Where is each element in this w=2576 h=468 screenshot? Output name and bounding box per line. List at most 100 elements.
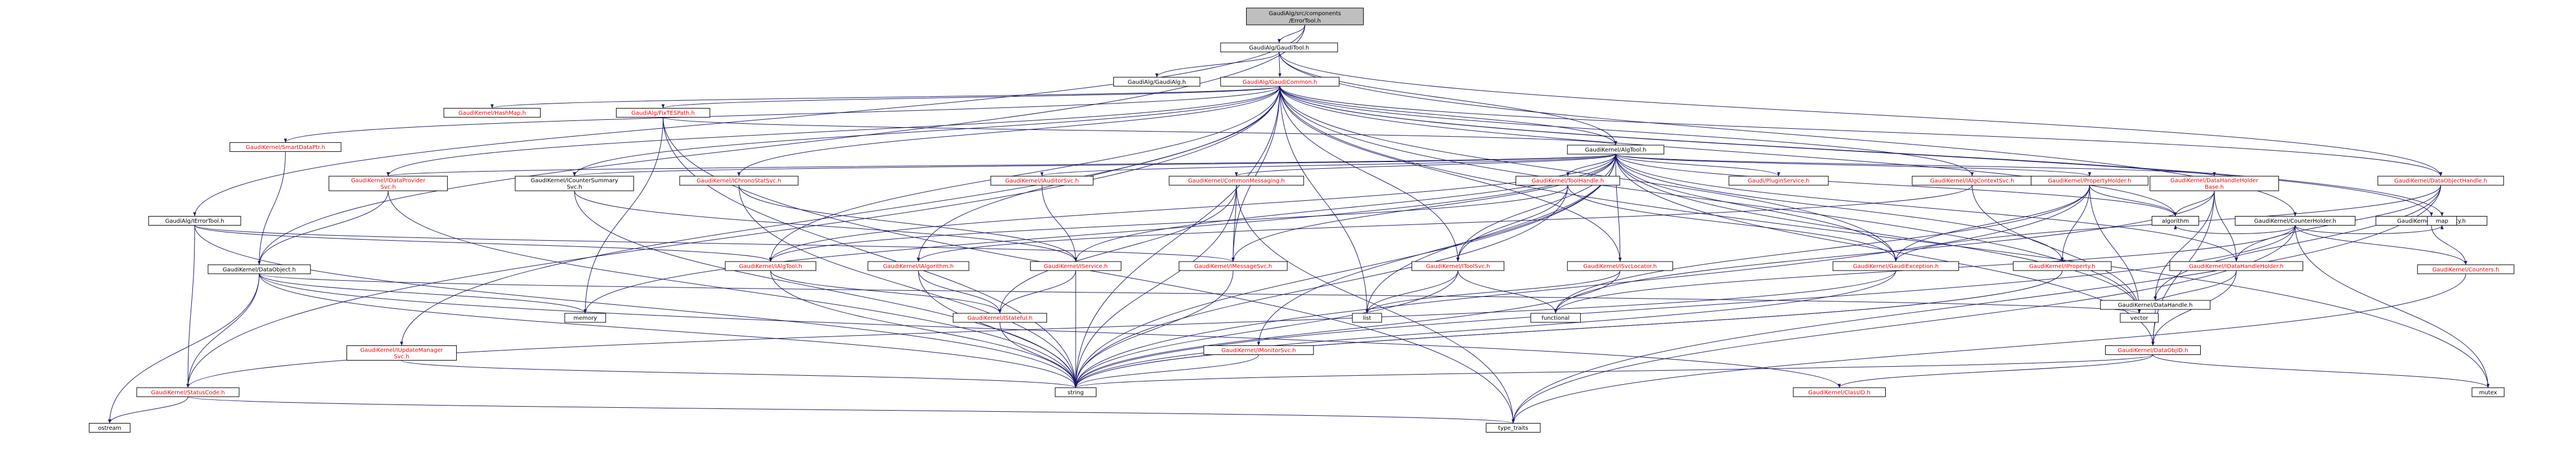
graph-node-dataobjid[interactable]: GaudiKernel/DataObjID.h (2105, 345, 2201, 355)
edge-gauditool-to-counterholder (1279, 52, 2297, 217)
node-box (2471, 387, 2505, 397)
edge-algtool-to-gaudiexception (1615, 154, 1898, 262)
edge-gaudicommon-to-vector (1279, 86, 2141, 314)
edge-ierrortool-to-statuscode (186, 225, 195, 388)
node-label: GaudiKernel/DataObject.h (223, 267, 296, 273)
edge-ialgcontextsvc-to-vector (1972, 185, 2141, 314)
graph-node-ialgorithm[interactable]: GaudiKernel/IAlgorithm.h (867, 261, 969, 271)
node-label: Svc.h (567, 184, 582, 191)
graph-node-ialgcontextsvc[interactable]: GaudiKernel/IAlgContextSvc.h (1912, 176, 2033, 186)
edge-gaudicommon-to-algtool (1279, 86, 1617, 146)
node-box (1411, 261, 1504, 271)
graph-node-classid[interactable]: GaudiKernel/ClassID.h (1793, 387, 1886, 397)
graph-node-propertyholder[interactable]: GaudiKernel/PropertyHolder.h (2030, 176, 2148, 186)
node-label: GaudiKernel/DataHandle.h (2118, 303, 2193, 309)
graph-node-hashmap[interactable]: GaudiKernel/HashMap.h (443, 107, 541, 118)
graph-node-algorithm: algorithm (2151, 216, 2199, 226)
node-label: string (1068, 390, 1084, 396)
graph-node-ierrortool[interactable]: GaudiAlg/IErrorTool.h (148, 216, 241, 226)
edge-dataobject-to-statuscode (186, 273, 260, 388)
edge-iauditorsvc-to-iservice (1041, 185, 1077, 262)
node-label: memory (573, 316, 597, 322)
graph-node-counters[interactable]: GaudiKernel/Counters.h (2417, 264, 2515, 274)
node-label: GaudiKernel/IChronoStatSvc.h (696, 178, 781, 184)
graph-node-itoolsvc[interactable]: GaudiKernel/IToolSvc.h (1411, 261, 1504, 271)
graph-node-counterholder[interactable]: GaudiKernel/CounterHolder.h (2235, 216, 2355, 226)
graph-node-idatahandleholder[interactable]: GaudiKernel/IDataHandleHolder.h (2169, 261, 2304, 271)
graph-node-imessagesvc[interactable]: GaudiKernel/IMessageSvc.h (1179, 261, 1288, 271)
graph-node-gaudialg[interactable]: GaudiAlg/GaudiAlg.h (1113, 76, 1201, 87)
graph-node-toolhandle[interactable]: GaudiKernel/ToolHandle.h (1516, 176, 1620, 186)
node-box (1246, 7, 1364, 25)
edge-algtool-to-toolhandle (1566, 154, 1616, 177)
graph-node-isvclocator[interactable]: GaudiKernel/ISvcLocator.h (1567, 261, 1673, 271)
node-box (1516, 176, 1620, 186)
graph-node-gaudiexception[interactable]: GaudiKernel/GaudiException.h (1832, 261, 1959, 271)
node-label: GaudiKernel/Counters.h (2433, 267, 2499, 273)
edge-gaudicommon-to-smartdataptr (284, 86, 1280, 143)
graph-node-dataobject[interactable]: GaudiKernel/DataObject.h (208, 264, 311, 274)
edge-ialgorithm-to-istateful (918, 270, 1002, 314)
node-label: ostream (98, 425, 121, 431)
edge-counterholder-to-map (2295, 225, 2444, 234)
edge-gauditool-to-gaudialg (1155, 52, 1280, 78)
graph-node-istateful[interactable]: GaudiKernel/IStateful.h (952, 313, 1048, 323)
node-label: GaudiKernel/HashMap.h (458, 110, 526, 116)
edge-iproperty-to-string (1074, 270, 2063, 388)
node-label: GaudiAlg/GaudiAlg.h (1127, 79, 1186, 86)
node-label: GaudiKernel/IStateful.h (968, 316, 1033, 322)
edge-dataobject-to-vector (259, 273, 2141, 314)
edge-root-to-dataobject (258, 25, 1306, 265)
graph-node-statuscode[interactable]: GaudiKernel/StatusCode.h (136, 387, 240, 397)
graph-node-datahandle[interactable]: GaudiKernel/DataHandle.h (2100, 300, 2211, 310)
edge-dataobjid-to-string (1074, 354, 2154, 388)
graph-node-fixtespath[interactable]: GaudiAlg/FixTESPath.h (615, 107, 711, 118)
edge-gaudicommon-to-fixtespath (662, 86, 1280, 109)
edge-dataobjecthandle-to-datahandle (2154, 185, 2442, 301)
edge-root-to-gauditool (1277, 25, 1306, 43)
graph-node-root[interactable]: GaudiAlg/src/components/ErrorTool.h (1246, 7, 1364, 25)
edge-gaudiexception-to-statuscode (186, 270, 1896, 388)
node-box (2169, 261, 2304, 271)
graph-node-smartdataptr[interactable]: GaudiKernel/SmartDataPtr.h (230, 142, 341, 152)
graph-node-dataobjecthandle[interactable]: GaudiKernel/DataObjectHandle.h (2377, 176, 2504, 186)
edge-statuscode-to-type_traits (187, 396, 1514, 424)
edge-gaudicommon-to-dataobjecthandle (1279, 86, 2443, 177)
graph-node-iproperty[interactable]: GaudiKernel/IProperty.h (2013, 261, 2112, 271)
edge-dataobject-to-classid (259, 273, 1841, 388)
graph-node-ichronostat[interactable]: GaudiKernel/IChronoStatSvc.h (679, 176, 799, 186)
edge-isvclocator-to-string (1074, 270, 1621, 388)
graph-node-gaudicommon[interactable]: GaudiAlg/GaudiCommon.h (1220, 76, 1339, 87)
edge-gauditool-to-algtool (1279, 52, 1617, 146)
node-label: GaudiKernel/IAlgContextSvc.h (1930, 178, 2015, 184)
node-label: GaudiKernel/StatusCode.h (151, 390, 224, 396)
edge-ialgtool-to-string (770, 270, 1077, 388)
edge-toolhandle-to-gaudiexception (1567, 185, 1898, 262)
graph-node-algtool[interactable]: GaudiKernel/AlgTool.h (1567, 145, 1665, 155)
node-box (1168, 176, 1304, 186)
edge-iservice-to-istateful (998, 270, 1076, 314)
graph-node-ipluginservice[interactable]: Gaudi/PluginService.h (1728, 176, 1829, 186)
node-box (1832, 261, 1959, 271)
node-label: mutex (2479, 390, 2497, 396)
node-label: GaudiKernel/ISvcLocator.h (1583, 264, 1657, 270)
graph-node-commonmessaging[interactable]: GaudiKernel/CommonMessaging.h (1168, 176, 1304, 186)
graph-node-ialgtool[interactable]: GaudiKernel/IAlgTool.h (725, 261, 816, 271)
node-label: GaudiAlg/src/components (1269, 11, 1341, 17)
edge-gaudicommon-to-gaudiexception (1279, 86, 1898, 262)
graph-node-imonitorsvc[interactable]: GaudiKernel/IMonitorSvc.h (1203, 345, 1314, 355)
graph-node-iservice[interactable]: GaudiKernel/IService.h (1030, 261, 1122, 271)
graph-node-iauditorsvc[interactable]: GaudiKernel/IAuditorSvc.h (990, 176, 1094, 186)
edge-algtool-to-datahandleholderbase (1615, 154, 2216, 177)
node-box (1030, 261, 1122, 271)
edge-algtool-to-idatahandleholder (1615, 154, 2238, 262)
node-label: GaudiKernel/ClassID.h (1808, 390, 1871, 396)
edge-itoolsvc-to-list (1365, 270, 1459, 314)
edge-gaudicommon-to-hashmap (491, 86, 1280, 109)
edge-imessagesvc-to-string (1074, 270, 1234, 388)
graph-node-gauditool[interactable]: GaudiAlg/GaudiTool.h (1220, 42, 1338, 52)
